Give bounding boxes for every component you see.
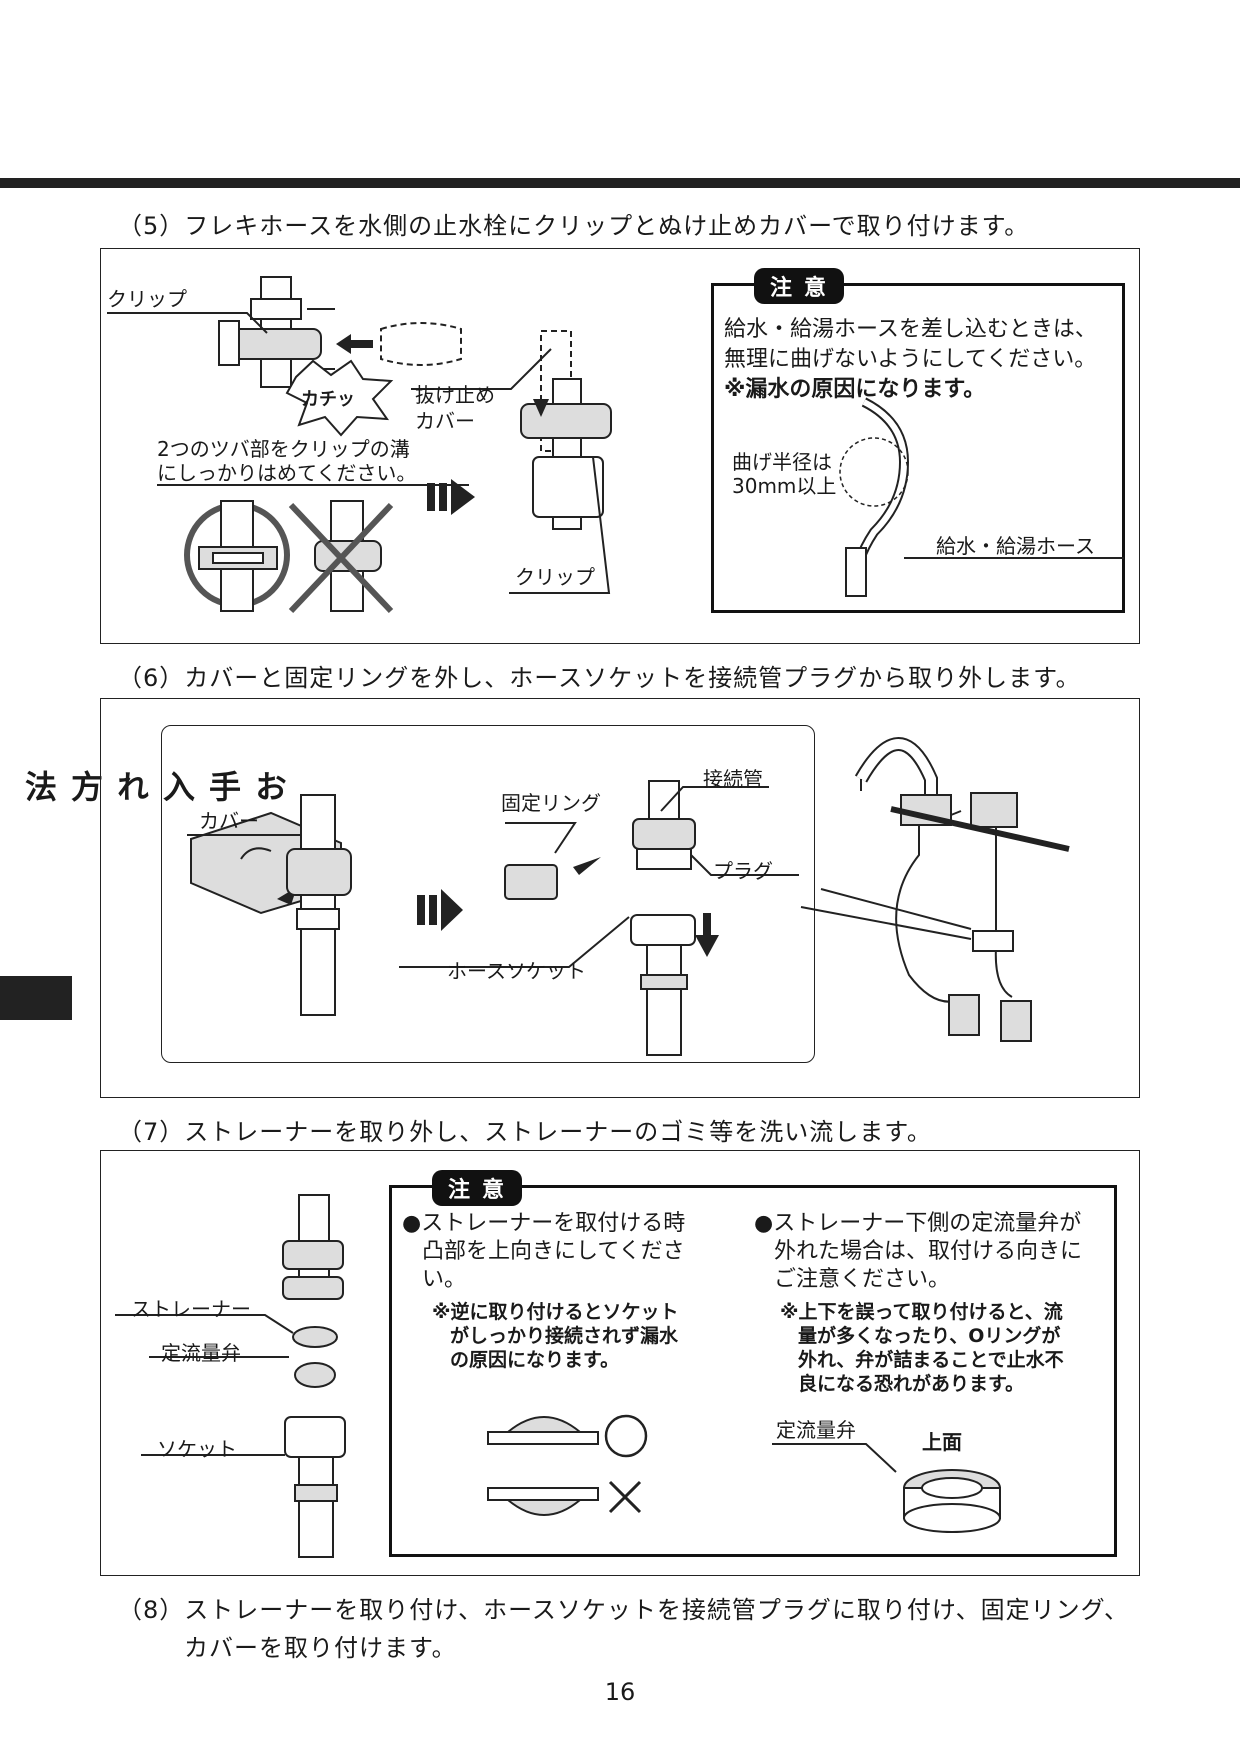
clip-label-2: クリップ [515, 565, 595, 589]
page-number: 16 [604, 1678, 636, 1706]
detail-rounded-box [161, 725, 815, 1063]
strainer-orientation-illustration [487, 1414, 1001, 1533]
connecting-pipe-label: 接続管 [703, 767, 763, 791]
caution-7-right-line2: 外れた場合は、取付ける向きに [774, 1239, 1083, 1264]
panel-7: ストレーナー 定流量弁 ソケット 注意 ●ストレーナーを取付ける時 凸部を上向き… [100, 1150, 1140, 1576]
step-6-heading: （6）カバーと固定リングを外し、ホースソケットを接続管プラグから取り外します。 [118, 664, 1081, 692]
cover-label-line1: 抜け止め [415, 383, 495, 407]
hose-label: 給水・給湯ホース [936, 534, 1095, 558]
step-8-heading-line1: （8）ストレーナーを取り付け、ホースソケットを接続管プラグに取り付け、固定リング… [118, 1596, 1129, 1624]
side-tab-block [0, 976, 72, 1020]
caution-7-right-note2: 量が多くなったり、Oリングが [798, 1325, 1061, 1347]
caution-7-left-line2: 凸部を上向きにしてくださ [422, 1239, 685, 1264]
hose-socket-label: ホースソケット [447, 959, 586, 983]
flow-valve-label-2: 定流量弁 [776, 1418, 856, 1442]
bent-hose-illustration [839, 397, 1124, 597]
strainer-label: ストレーナー [131, 1297, 251, 1321]
socket-label: ソケット [157, 1437, 237, 1461]
top-rule [0, 178, 1240, 188]
clip-label: クリップ [107, 287, 187, 311]
top-face-label: 上面 [922, 1430, 962, 1454]
click-sound-label: カチッ [301, 389, 355, 410]
tsuba-note-line1: 2つのツバ部をクリップの溝 [157, 437, 410, 461]
cover-label-line2: カバー [415, 409, 475, 433]
tsuba-note-line2: にしっかりはめてください。 [157, 461, 417, 485]
panel-7-illustration [115, 1194, 346, 1558]
bend-radius-line2: 30mm以上 [732, 474, 837, 498]
caution-box-7: 注意 ●ストレーナーを取付ける時 凸部を上向きにしてくださ い。 ※逆に取り付け… [389, 1170, 1117, 1557]
caution-badge-5: 注意 [754, 268, 845, 304]
caution-7-left-line3: い。 [422, 1267, 467, 1292]
caution-7-left-note3: の原因になります。 [450, 1349, 620, 1371]
step-7-heading: （7）ストレーナーを取り外し、ストレーナーのゴミ等を洗い流します。 [118, 1118, 932, 1146]
side-tab-label: お手入れ方法 [20, 770, 288, 806]
step-5-heading: （5）フレキホースを水側の止水栓にクリップとぬけ止めカバーで取り付けます。 [118, 212, 1030, 240]
panel-5-illustration [107, 276, 612, 614]
caution-5-line3: ※漏水の原因になります。 [724, 377, 986, 402]
caution-7-right-note1: ※上下を誤って取り付けると、流 [780, 1301, 1063, 1323]
flow-valve-label: 定流量弁 [161, 1341, 241, 1365]
caution-badge-7: 注意 [432, 1170, 523, 1206]
caution-7-right-line1: ●ストレーナー下側の定流量弁が [754, 1211, 1082, 1236]
caution-7-right-note3: 外れ、弁が詰まることで止水不 [798, 1349, 1064, 1371]
caution-box-5: 注意 給水・給湯ホースを差し込むときは、 無理に曲げないようにしてください。 ※… [711, 268, 1125, 613]
panel-6: カバー 固定リング 接続管 プラグ ホースソケット [100, 698, 1140, 1098]
caution-7-left-note2: がしっかり接続されず漏水 [450, 1325, 679, 1347]
cover-label-6: カバー [199, 809, 259, 833]
panel-6-illustration [187, 737, 1070, 1056]
plug-label: プラグ [713, 859, 773, 883]
panel-5: クリップ カチッ 2つのツバ部をクリップの溝 にしっかりはめてください。 抜け止… [100, 248, 1140, 644]
caution-7-right-line3: ご注意ください。 [774, 1267, 951, 1292]
caution-7-right-note4: 良になる恐れがあります。 [798, 1373, 1025, 1395]
caution-5-line1: 給水・給湯ホースを差し込むときは、 [724, 317, 1097, 342]
caution-7-left-line1: ●ストレーナーを取付ける時 [402, 1211, 686, 1236]
fixing-ring-label: 固定リング [501, 791, 601, 815]
step-8-heading-line2: カバーを取り付けます。 [184, 1634, 457, 1662]
caution-5-line2: 無理に曲げないようにしてください。 [724, 347, 1097, 372]
caution-7-left-note1: ※逆に取り付けるとソケット [432, 1301, 679, 1323]
bend-radius-line1: 曲げ半径は [732, 450, 832, 474]
